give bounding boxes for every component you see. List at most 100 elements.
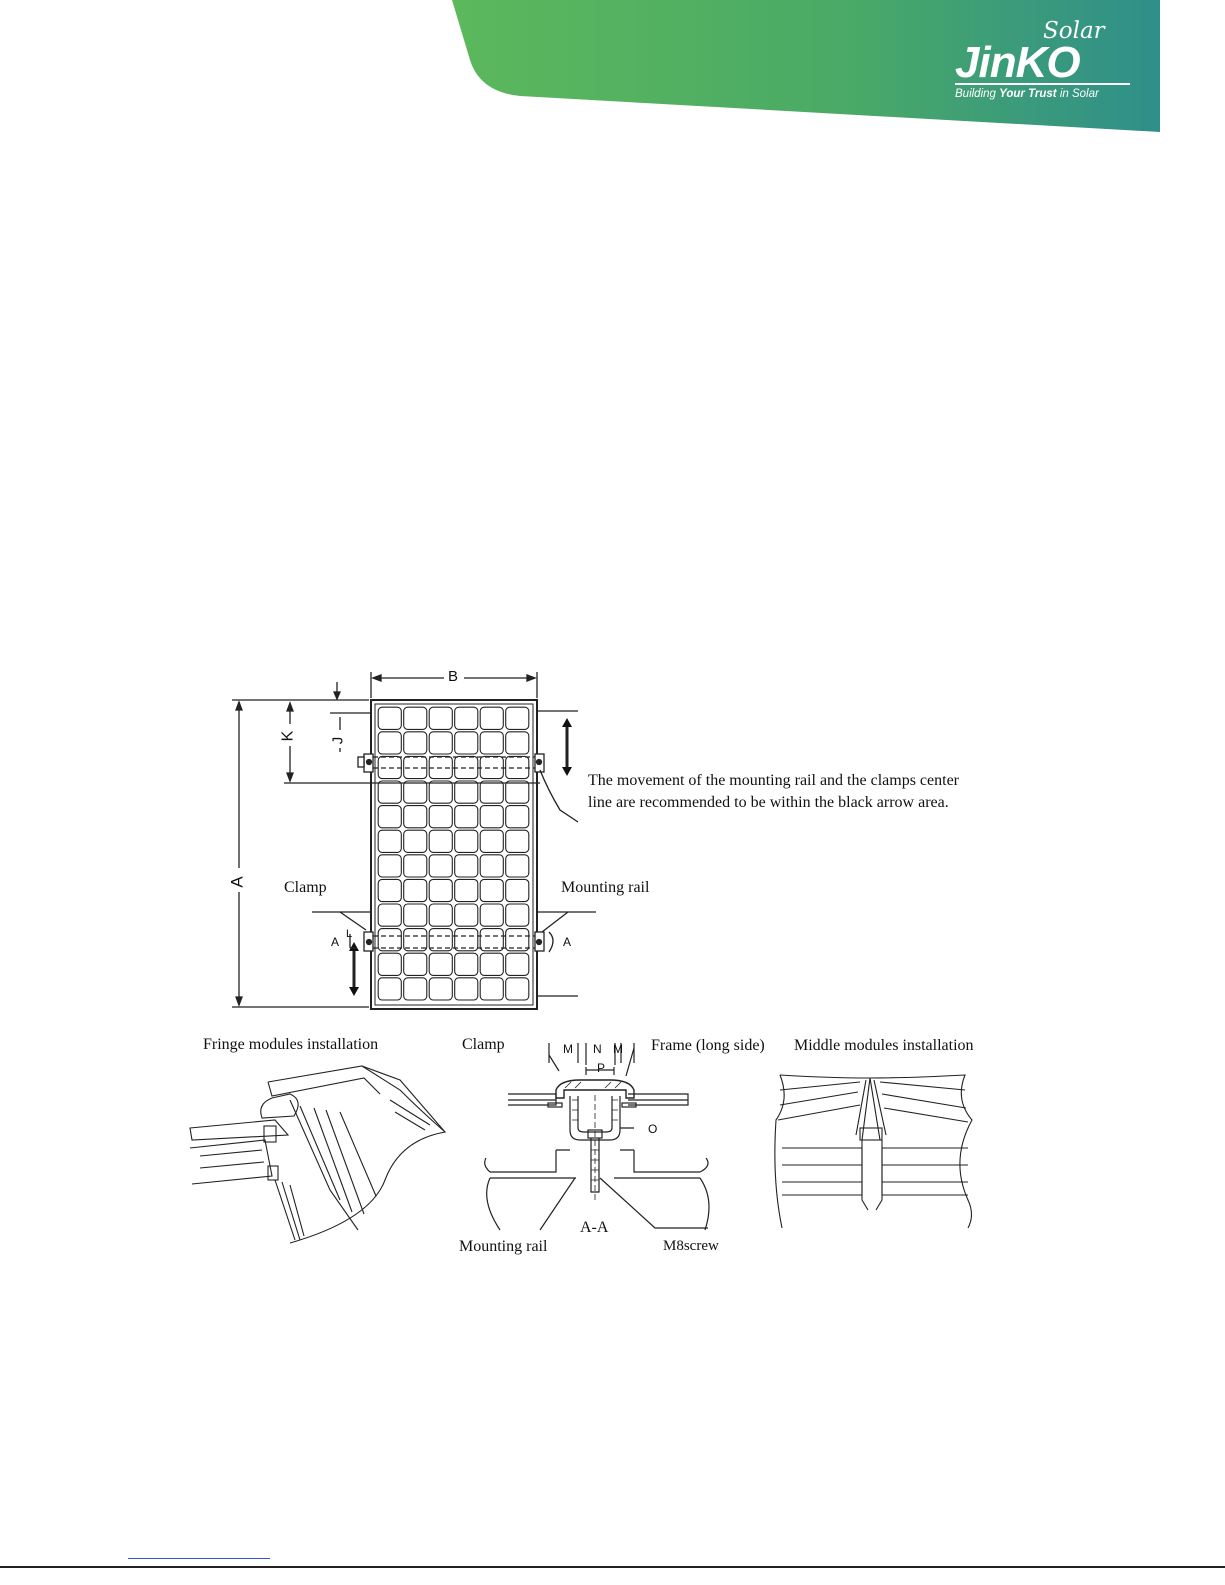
solar-module-outline: [370, 699, 538, 1010]
solar-cell: [454, 854, 479, 878]
middle-detail: [774, 1074, 973, 1229]
solar-cell: [505, 854, 530, 878]
fringe-modules-label: Fringe modules installation: [203, 1036, 379, 1053]
solar-cell: [505, 706, 530, 730]
solar-cell: [403, 780, 428, 804]
solar-cell: [377, 854, 402, 878]
solar-cell: [403, 952, 428, 976]
top-rail: [357, 753, 545, 773]
logo-solar-text: Solar: [1043, 18, 1105, 44]
solar-cell: [454, 755, 479, 780]
dim-label-k: K: [279, 730, 297, 742]
solar-cell: [454, 780, 479, 804]
solar-cell: [403, 928, 428, 952]
solar-cell: [403, 878, 428, 903]
fringe-detail: [189, 1065, 447, 1244]
solar-cell: [428, 903, 453, 927]
middle-modules-label: Middle modules installation: [794, 1037, 974, 1054]
solar-cell: [428, 952, 453, 976]
section-label-right: A: [563, 935, 572, 949]
solar-cell: [479, 952, 504, 976]
frame-long-side-label: Frame (long side): [651, 1037, 765, 1054]
solar-cell: [479, 731, 504, 755]
solar-cell: [377, 731, 402, 755]
solar-cell: [454, 731, 479, 755]
dim-label-j: J: [329, 736, 347, 745]
solar-cell: [377, 903, 402, 927]
dim-label-o: O: [648, 1122, 658, 1136]
solar-cell: [479, 854, 504, 878]
dim-label-l: L: [346, 928, 353, 940]
solar-cell: [377, 952, 402, 976]
dimension-b: [370, 672, 538, 698]
installation-note: The movement of the mounting rail and th…: [588, 770, 1008, 814]
clamp-detail-label: Clamp: [462, 1036, 505, 1053]
note-line-1: The movement of the mounting rail and th…: [588, 772, 959, 789]
section-aa-label: A-A: [580, 1219, 609, 1236]
solar-cell: [505, 928, 530, 952]
dim-label-n: N: [593, 1042, 602, 1056]
solar-cell: [505, 952, 530, 976]
solar-cell: [403, 854, 428, 878]
solar-cell: [428, 878, 453, 903]
logo-jinko-text: JinKO: [955, 38, 1081, 87]
dimension-a: [232, 699, 369, 1008]
solar-cell: [428, 780, 453, 804]
solar-cell: [377, 706, 402, 730]
section-mark-left: [349, 934, 356, 949]
solar-cell: [377, 878, 402, 903]
solar-cell: [428, 977, 453, 1001]
solar-cell: [479, 706, 504, 730]
solar-cell: [403, 706, 428, 730]
solar-cell: [428, 829, 453, 853]
solar-cell: [479, 755, 504, 780]
rail-leader: [541, 911, 569, 933]
section-detail: [484, 1043, 710, 1231]
solar-cell: [403, 731, 428, 755]
solar-cell: [377, 829, 402, 853]
jinko-logo: Solar JinKO Building Your Trust in Solar: [955, 18, 1140, 108]
dim-label-a: A: [227, 876, 247, 888]
solar-cell: [454, 706, 479, 730]
dim-label-b: B: [448, 668, 459, 685]
footer-rule: [0, 1566, 1225, 1568]
solar-cell: [479, 878, 504, 903]
solar-cell: [454, 977, 479, 1001]
solar-cell: [454, 928, 479, 952]
bottom-rail: [312, 911, 596, 997]
solar-cell: [403, 829, 428, 853]
solar-cell: [505, 903, 530, 927]
recommended-zone-arrows: [349, 718, 572, 996]
section-mark-right: [548, 931, 554, 953]
solar-cell: [505, 878, 530, 903]
header-band: [452, 0, 1160, 132]
dimension-j: [330, 710, 578, 752]
solar-cell: [377, 928, 402, 952]
solar-cell: [505, 731, 530, 755]
solar-cell: [479, 903, 504, 927]
clamp-label: Clamp: [284, 879, 327, 896]
solar-cell: [505, 977, 530, 1001]
solar-cell: [454, 903, 479, 927]
solar-cell: [428, 706, 453, 730]
solar-cell: [428, 928, 453, 952]
logo-tagline: Building Your Trust in Solar: [955, 88, 1099, 100]
solar-cell: [454, 829, 479, 853]
mounting-rail-bottom-label: Mounting rail: [459, 1238, 548, 1255]
dimension-k: [284, 682, 540, 784]
solar-cell: [479, 829, 504, 853]
solar-cell: [454, 878, 479, 903]
solar-cell: [403, 977, 428, 1001]
solar-cell: [428, 805, 453, 829]
clamp-leader: [339, 911, 367, 931]
solar-cell: [479, 780, 504, 804]
dim-label-m-left: M: [563, 1042, 573, 1056]
footer-link-underline[interactable]: [128, 1558, 270, 1559]
solar-cell: [454, 952, 479, 976]
solar-cell: [428, 854, 453, 878]
solar-cell: [479, 977, 504, 1001]
dim-label-m-right: M: [613, 1042, 623, 1056]
solar-cell-grid: [377, 706, 530, 1001]
mounting-rail-label: Mounting rail: [561, 879, 650, 896]
